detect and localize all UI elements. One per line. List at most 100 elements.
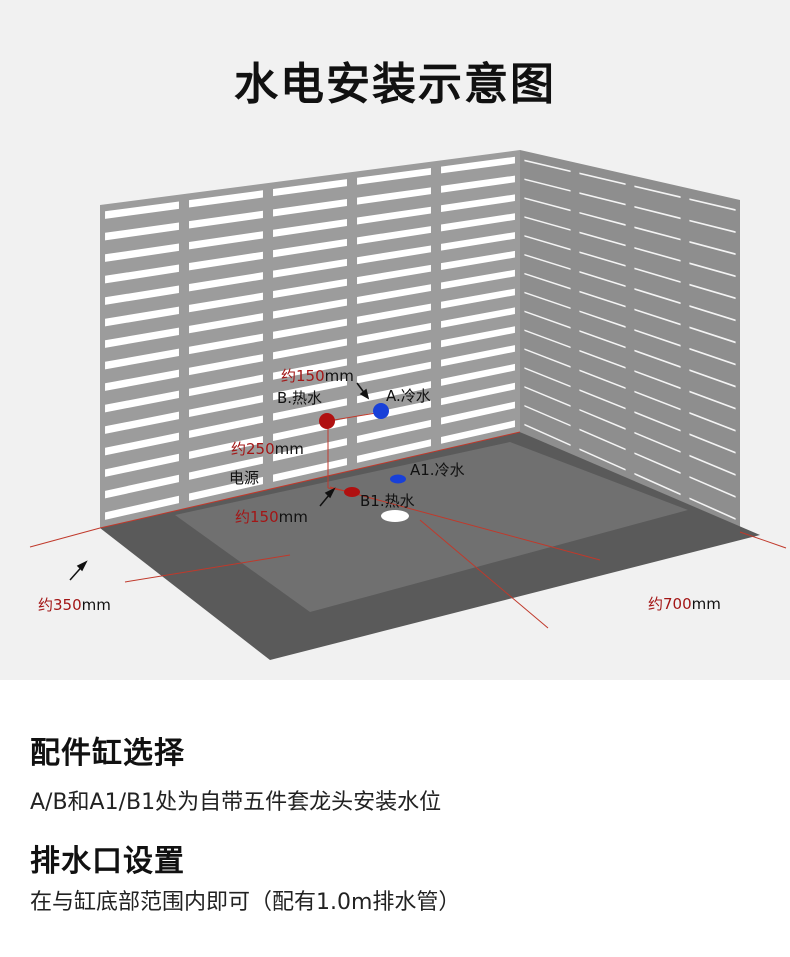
- right-wall: [520, 150, 740, 532]
- wall-tile: [357, 264, 431, 285]
- wall-tile: [634, 308, 681, 326]
- wall-tile: [357, 206, 431, 225]
- wall-tile: [105, 222, 179, 241]
- hot-water-outlet-b1: [344, 487, 360, 497]
- wall-tile: [105, 243, 179, 262]
- wall-tile: [634, 288, 681, 305]
- wall-tile: [634, 349, 681, 368]
- wall-tile: [441, 156, 515, 174]
- wall-tile: [689, 476, 736, 498]
- section-text-fitting: A/B和A1/B1处为自带五件套龙头安装水位: [30, 790, 442, 815]
- wall-tile: [689, 433, 736, 454]
- section-heading-fitting: 配件缸选择: [30, 736, 185, 771]
- right-wall-tiles: [524, 159, 736, 520]
- wall-tile: [634, 431, 681, 453]
- dim-line-b-to-a: [327, 411, 383, 422]
- wall-tile: [105, 264, 179, 284]
- wall-tile: [689, 497, 736, 520]
- section-heading-drain: 排水口设置: [30, 844, 185, 879]
- back-wall-tiles: [105, 156, 515, 520]
- wall-tile: [189, 210, 263, 229]
- wall-tile: [689, 198, 736, 211]
- wall-tile: [579, 349, 626, 369]
- wall-tile: [273, 278, 347, 299]
- wall-tile: [357, 284, 431, 304]
- wall-tile: [273, 378, 347, 401]
- wall-tile: [441, 250, 515, 270]
- wall-tile: [634, 185, 681, 198]
- wall-tile: [634, 226, 681, 241]
- wall-tile: [273, 218, 347, 237]
- wall-tile: [189, 395, 263, 418]
- label-b-hot: B.热水: [277, 389, 322, 407]
- dim-line-front-right: [419, 519, 549, 629]
- wall-tile: [634, 267, 681, 283]
- wall-tile: [189, 476, 263, 501]
- label-a1-cold: A1.冷水: [410, 461, 465, 479]
- wall-tile: [579, 231, 626, 247]
- wall-tile: [357, 400, 431, 424]
- wall-tile: [189, 435, 263, 459]
- wall-tile: [441, 326, 515, 348]
- wall-tile: [105, 474, 179, 499]
- installation-diagram: 约150mm B.热水 A.冷水 约250mm 电源 A1.冷水 B1.热水 约…: [29, 150, 787, 660]
- dimension-lines: [29, 411, 787, 629]
- wall-tile: [189, 374, 263, 397]
- label-b1-hot: B1.热水: [360, 492, 415, 510]
- wall-tile: [357, 322, 431, 344]
- wall-tile: [273, 199, 347, 217]
- wall-tile: [524, 272, 571, 290]
- wall-tile: [689, 219, 736, 233]
- wall-tile: [357, 226, 431, 245]
- wall-tile: [441, 232, 515, 251]
- wall-tile: [524, 386, 571, 407]
- wall-tile: [579, 192, 626, 206]
- wall-tile: [441, 288, 515, 309]
- wall-tile: [441, 175, 515, 193]
- wall-tile: [524, 216, 571, 231]
- wall-tile: [579, 369, 626, 390]
- section-text-drain: 在与缸底部范围内即可（配有1.0m排水管）: [30, 890, 461, 915]
- arrow-350-head: [76, 560, 88, 572]
- wall-tile: [105, 411, 179, 434]
- wall-tile: [689, 347, 736, 366]
- wall-tile: [689, 411, 736, 432]
- dim-line-left-back: [29, 527, 101, 548]
- wall-tile: [579, 330, 626, 349]
- wall-tile: [273, 318, 347, 339]
- wall-tile: [273, 298, 347, 319]
- wall-tile: [689, 241, 736, 256]
- wall-tile: [524, 367, 571, 388]
- wall-tile: [524, 178, 571, 192]
- wall-tile: [273, 179, 347, 197]
- wall-tile: [357, 342, 431, 364]
- dim-line-left-front: [124, 554, 291, 583]
- wall-tile: [579, 290, 626, 308]
- wall-tile: [634, 205, 681, 220]
- wall-tile: [689, 369, 736, 388]
- wall-tile: [634, 390, 681, 411]
- wall-tile: [357, 419, 431, 443]
- wall-tile: [189, 354, 263, 376]
- hot-water-outlet-b: [319, 413, 335, 429]
- wall-tile: [189, 190, 263, 208]
- wall-tile: [357, 439, 431, 463]
- wall-tile: [189, 292, 263, 313]
- wall-tile: [579, 251, 626, 267]
- wall-tile: [273, 238, 347, 258]
- wall-tile: [689, 283, 736, 300]
- wall-tile: [189, 251, 263, 271]
- wall-tile: [189, 415, 263, 438]
- wall-tile: [441, 401, 515, 425]
- wall-tile: [357, 381, 431, 404]
- dim-label-700: 约700mm: [648, 595, 721, 613]
- wall-tile: [105, 432, 179, 456]
- wall-tile: [524, 254, 571, 270]
- wall-tile: [441, 345, 515, 367]
- wall-tile: [105, 369, 179, 391]
- wall-tile: [689, 454, 736, 476]
- wall-tile: [634, 329, 681, 347]
- wall-tile: [524, 235, 571, 251]
- wall-tile: [441, 194, 515, 213]
- dim-label-350: 约350mm: [38, 596, 111, 614]
